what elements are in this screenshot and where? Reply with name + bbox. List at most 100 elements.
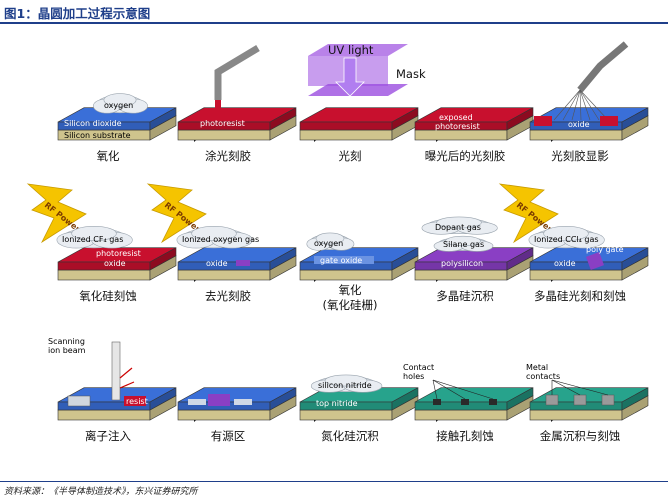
oxide-label: oxide [568, 120, 590, 129]
step-8-caption: 氧化 [339, 283, 362, 297]
holes-label: holes [403, 372, 424, 381]
step-2-wafer-substrate-front [178, 130, 270, 140]
drain-region [234, 399, 252, 405]
silicon-dioxide-label: Silicon dioxide [64, 119, 122, 128]
metal-contact-1 [574, 395, 586, 405]
ionized-gas-label: Ionized oxygen gas [182, 235, 259, 244]
step-13: silicon nitride top nitride 氮化硅沉积 [300, 375, 418, 443]
step-7-wafer-substrate-front [178, 270, 270, 280]
contact-hole-0 [433, 399, 441, 405]
step-10-wafer-substrate-front [530, 270, 622, 280]
step-5-caption: 光刻胶显影 [551, 149, 609, 163]
resist-label: resist [126, 397, 148, 406]
resist-left [534, 116, 552, 126]
source-note: 资料来源：《半导体制造技术》，东兴证券研究所 [4, 484, 198, 497]
step-4-wafer-substrate-front [415, 130, 507, 140]
step-15-wafer-substrate-front [530, 410, 622, 420]
bottom-rule [0, 481, 668, 482]
scanning-label: Scanning [48, 337, 85, 346]
contact-hole-2 [489, 399, 497, 405]
exposed-label: exposed [439, 113, 473, 122]
exposed-photoresist-label: photoresist [435, 122, 480, 131]
oxygen-label: oxygen [314, 239, 343, 248]
spray-arm [580, 44, 626, 90]
ionized-gas-label: Ionized CCl₄ gas [534, 235, 599, 244]
step-15-caption: 金属沉积与刻蚀 [540, 429, 621, 443]
step-8-wafer-substrate-front [300, 270, 392, 280]
step-13-wafer-substrate-front [300, 410, 392, 420]
photoresist-label: photoresist [96, 249, 141, 258]
step-6-wafer-substrate-front [58, 270, 150, 280]
step-6-caption: 氧化硅刻蚀 [79, 289, 137, 303]
uv-light-label: UV light [328, 43, 374, 57]
step-10-wafer-layer-front [530, 262, 622, 270]
silane-gas-label: Silane gas [443, 240, 484, 249]
oxide-label: oxide [206, 259, 228, 268]
active-gate [208, 394, 230, 406]
step-5-wafer-substrate-front [530, 130, 622, 140]
step-1-caption: 氧化 [97, 149, 120, 163]
step-4-caption: 曝光后的光刻胶 [425, 149, 506, 163]
step-11-wafer-substrate-front [58, 410, 150, 420]
beam-ray-1 [120, 368, 132, 378]
step-10: RF PowerIonized CCl₄ gasoxidepoly gate多晶… [500, 184, 648, 303]
photoresist-label: photoresist [200, 119, 245, 128]
nozzle-arm [218, 48, 258, 100]
step-10-caption: 多晶硅光刻和刻蚀 [534, 289, 626, 303]
title-bar: 图1：晶圆加工过程示意图 [0, 0, 668, 24]
step-14-wafer-substrate-front [415, 410, 507, 420]
metal-contact-0 [546, 395, 558, 405]
mask-label: Mask [396, 67, 426, 81]
step-12-caption: 有源区 [211, 429, 246, 443]
oxide-label: oxide [104, 259, 126, 268]
top-nitride-label: top nitride [316, 399, 358, 408]
step-6: RF PowerIonized CF₄ gasphotoresistoxide氧… [28, 184, 176, 303]
resist-stream [215, 100, 221, 120]
step-8-caption-sub: (氧化硅栅) [323, 298, 378, 312]
step-14-caption: 接触孔刻蚀 [436, 429, 494, 443]
step-2: photoresist 涂光刻胶 [178, 48, 296, 163]
dopant-gas-label: Dopant gas [435, 223, 481, 232]
metal-label: Metal [526, 363, 548, 372]
silicon-nitride-label: silicon nitride [318, 381, 372, 390]
step-3-wafer-layer-front [300, 122, 392, 130]
step-3-caption: 光刻 [339, 149, 362, 163]
contact-label: Contact [403, 363, 434, 372]
metal-contact-2 [602, 395, 614, 405]
oxygen-label: oxygen [104, 101, 133, 110]
figure-title: 图1：晶圆加工过程示意图 [4, 3, 150, 22]
step-7-caption: 去光刻胶 [205, 289, 251, 303]
source-region [188, 399, 206, 405]
resist-block-left [68, 396, 90, 406]
step-4: exposedphotoresist 曝光后的光刻胶 [415, 108, 533, 163]
step-12-wafer-substrate-front [178, 410, 270, 420]
resist-right [600, 116, 618, 126]
gate-oxide-label: gate oxide [320, 256, 362, 265]
step-5: oxide 光刻胶显影 [530, 44, 648, 163]
step-12: 有源区 [178, 388, 296, 443]
step-11-caption: 离子注入 [85, 429, 131, 443]
beam-ray-2 [120, 382, 134, 388]
step-3: UV lightMask 光刻 [300, 43, 426, 163]
step-9-caption: 多晶硅沉积 [436, 289, 494, 303]
step-2-caption: 涂光刻胶 [205, 149, 251, 163]
poly-gate-label: poly gate [586, 245, 624, 254]
step-13-caption: 氮化硅沉积 [321, 429, 379, 443]
step-3-wafer-substrate-front [300, 130, 392, 140]
silicon-substrate-label: Silicon substrate [64, 131, 131, 140]
oxide-label: oxide [554, 259, 576, 268]
polysilicon-label: polysilicon [441, 259, 483, 268]
ion-beam-label: ion beam [48, 346, 86, 355]
contacts-label: contacts [526, 372, 560, 381]
title-rule [0, 22, 668, 24]
ionized-gas-label: Ionized CF₄ gas [62, 235, 123, 244]
step-7: RF PowerIonized oxygen gasoxide去光刻胶 [148, 184, 296, 303]
ion-beam-column [112, 342, 120, 400]
contact-hole-1 [461, 399, 469, 405]
